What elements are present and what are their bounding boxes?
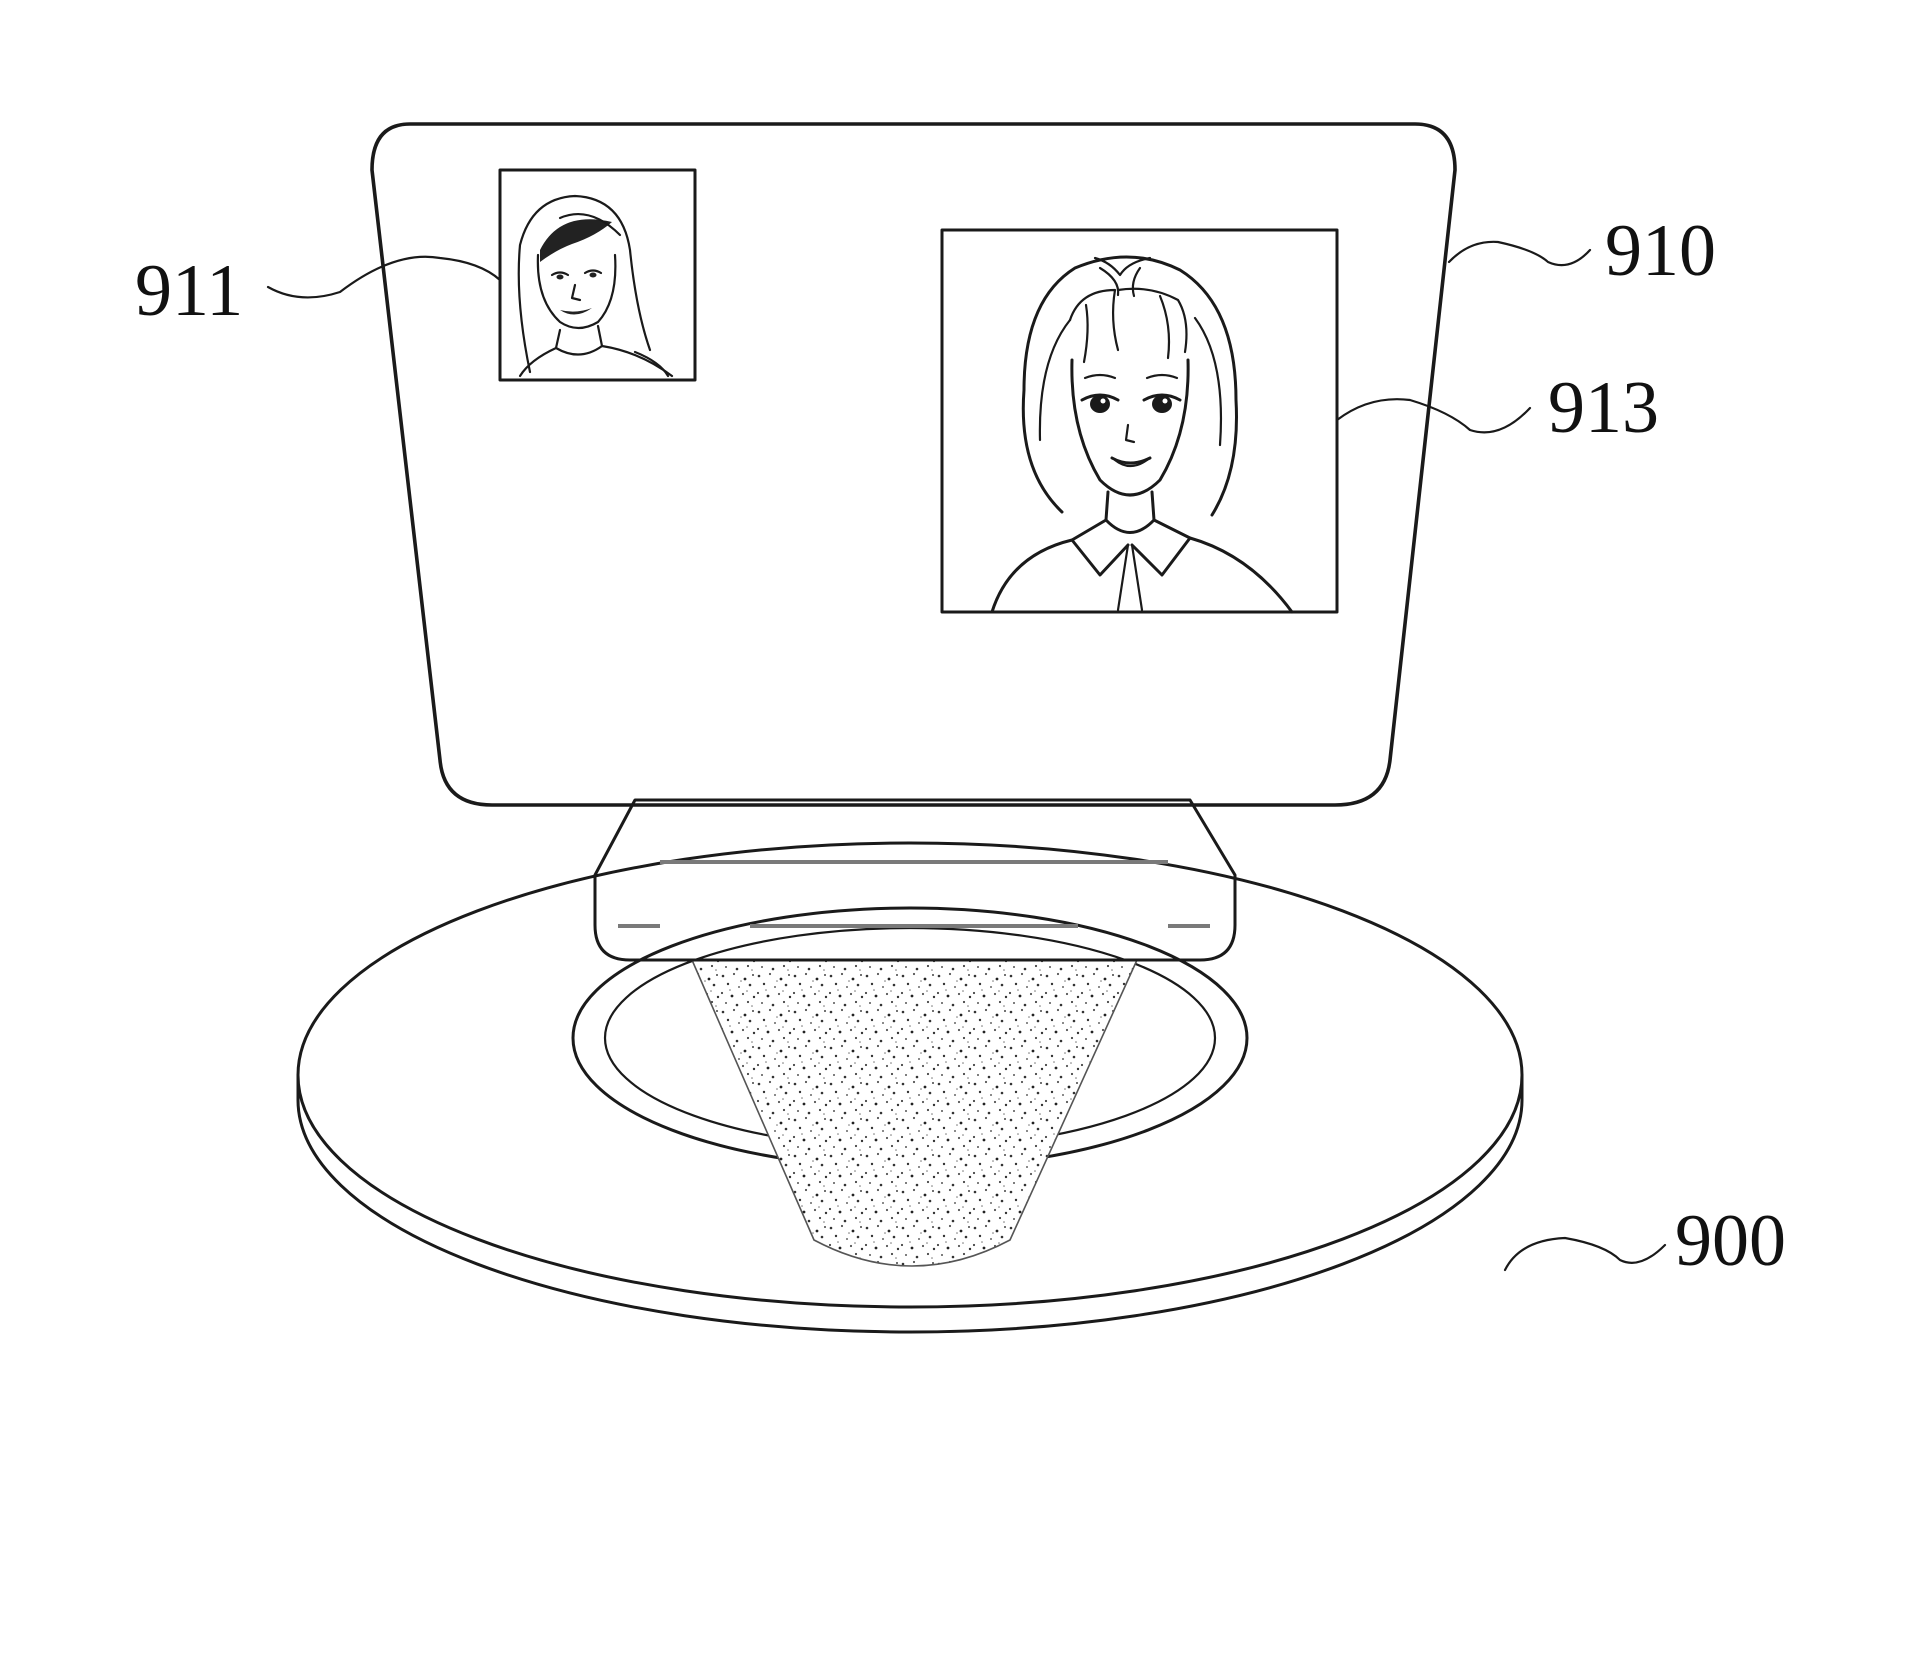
label-small-image: 911 [135,250,243,332]
projection-beam [690,959,1139,1267]
leader-lines [266,240,1667,1272]
large-face-image [940,228,1339,614]
hologram-display [370,122,1457,807]
label-base: 900 [1675,1200,1786,1282]
label-large-image: 913 [1548,367,1659,449]
display-neck [593,798,1237,962]
small-face-image [498,168,697,382]
label-display: 910 [1605,210,1716,292]
